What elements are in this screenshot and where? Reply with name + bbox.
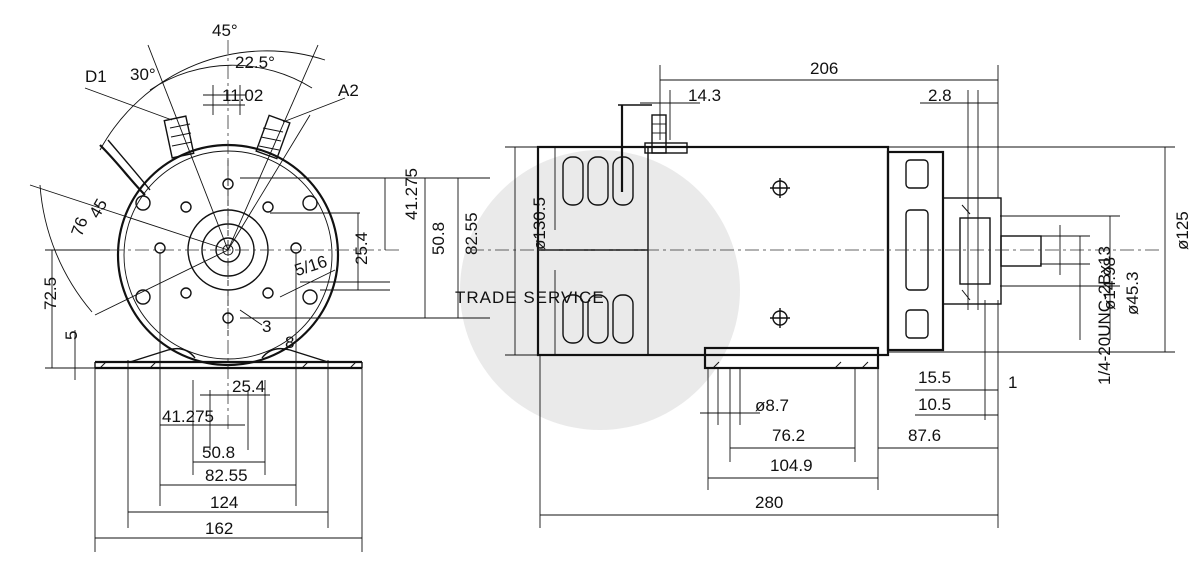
dia-14-label: ø14.98 [1100,257,1119,310]
end-cap [886,150,1042,352]
side-view: 206 14.3 2.8 ø130.5 ø125 ø14.98 ø45.3 ø8… [470,59,1192,528]
dim-41-bottom-label: 41.275 [162,407,214,426]
cable [99,144,146,196]
dim-50-right-label: 50.8 [429,222,448,255]
top-terminal [618,104,688,192]
dim-10-label: 10.5 [918,395,951,414]
dim-82-bottom-label: 82.55 [205,466,248,485]
front-view: 45° 30° 22.5° 45 D1 A2 11.02 25.4 41.275… [29,21,490,552]
side-foot [703,346,880,370]
dim-124-label: 124 [210,493,238,512]
arc-76-label: 76 [67,214,91,238]
body-rivets [770,178,790,328]
dim-50-bottom-label: 50.8 [202,443,235,462]
thread-callout-label: 1/4-20UNC-2Bx13 [1095,246,1114,385]
dim-104-label: 104.9 [770,456,813,475]
dia-45-label: ø45.3 [1123,272,1142,315]
terminal-d1-label: D1 [85,67,107,86]
dim-14-label: 14.3 [688,86,721,105]
dim-162-label: 162 [205,519,233,538]
dim-1-label: 1 [1008,373,1017,392]
front-foot [94,347,363,370]
terminal-a2-label: A2 [338,81,359,100]
dim-5-label: 5 [62,331,81,340]
watermark: TRADE SERVICE [455,150,740,430]
angle-22-label: 22.5° [235,53,275,72]
angle-arc-inner [149,64,313,91]
angle-45-label: 45° [212,21,238,40]
dim-25-bottom-label: 25.4 [232,377,265,396]
dim-41-right-label: 41.275 [402,168,421,220]
dim-206-label: 206 [810,59,838,78]
angle-45-left-label: 45 [85,196,111,222]
dim-11-label: 11.02 [222,86,263,105]
dim-15-label: 15.5 [918,368,951,387]
dim-25-right-label: 25.4 [352,232,371,265]
slot-8-7-label: ø8.7 [755,396,789,415]
dim-280-label: 280 [755,493,783,512]
dim-87-label: 87.6 [908,426,941,445]
dim-72-label: 72.5 [41,277,60,310]
dia-125-label: ø125 [1173,211,1192,250]
dia-130-label: ø130.5 [530,197,549,250]
dim-82-right-label: 82.55 [462,212,481,255]
dim-2-8-label: 2.8 [928,86,952,105]
hole-3-label: 3 [262,317,271,336]
dim-76-label: 76.2 [772,426,805,445]
watermark-text: TRADE SERVICE [455,288,605,307]
angle-arc-left [39,184,93,313]
hole-8-label: 8 [285,333,294,352]
angle-30-label: 30° [130,65,156,84]
angle-arc-outer [99,50,326,151]
